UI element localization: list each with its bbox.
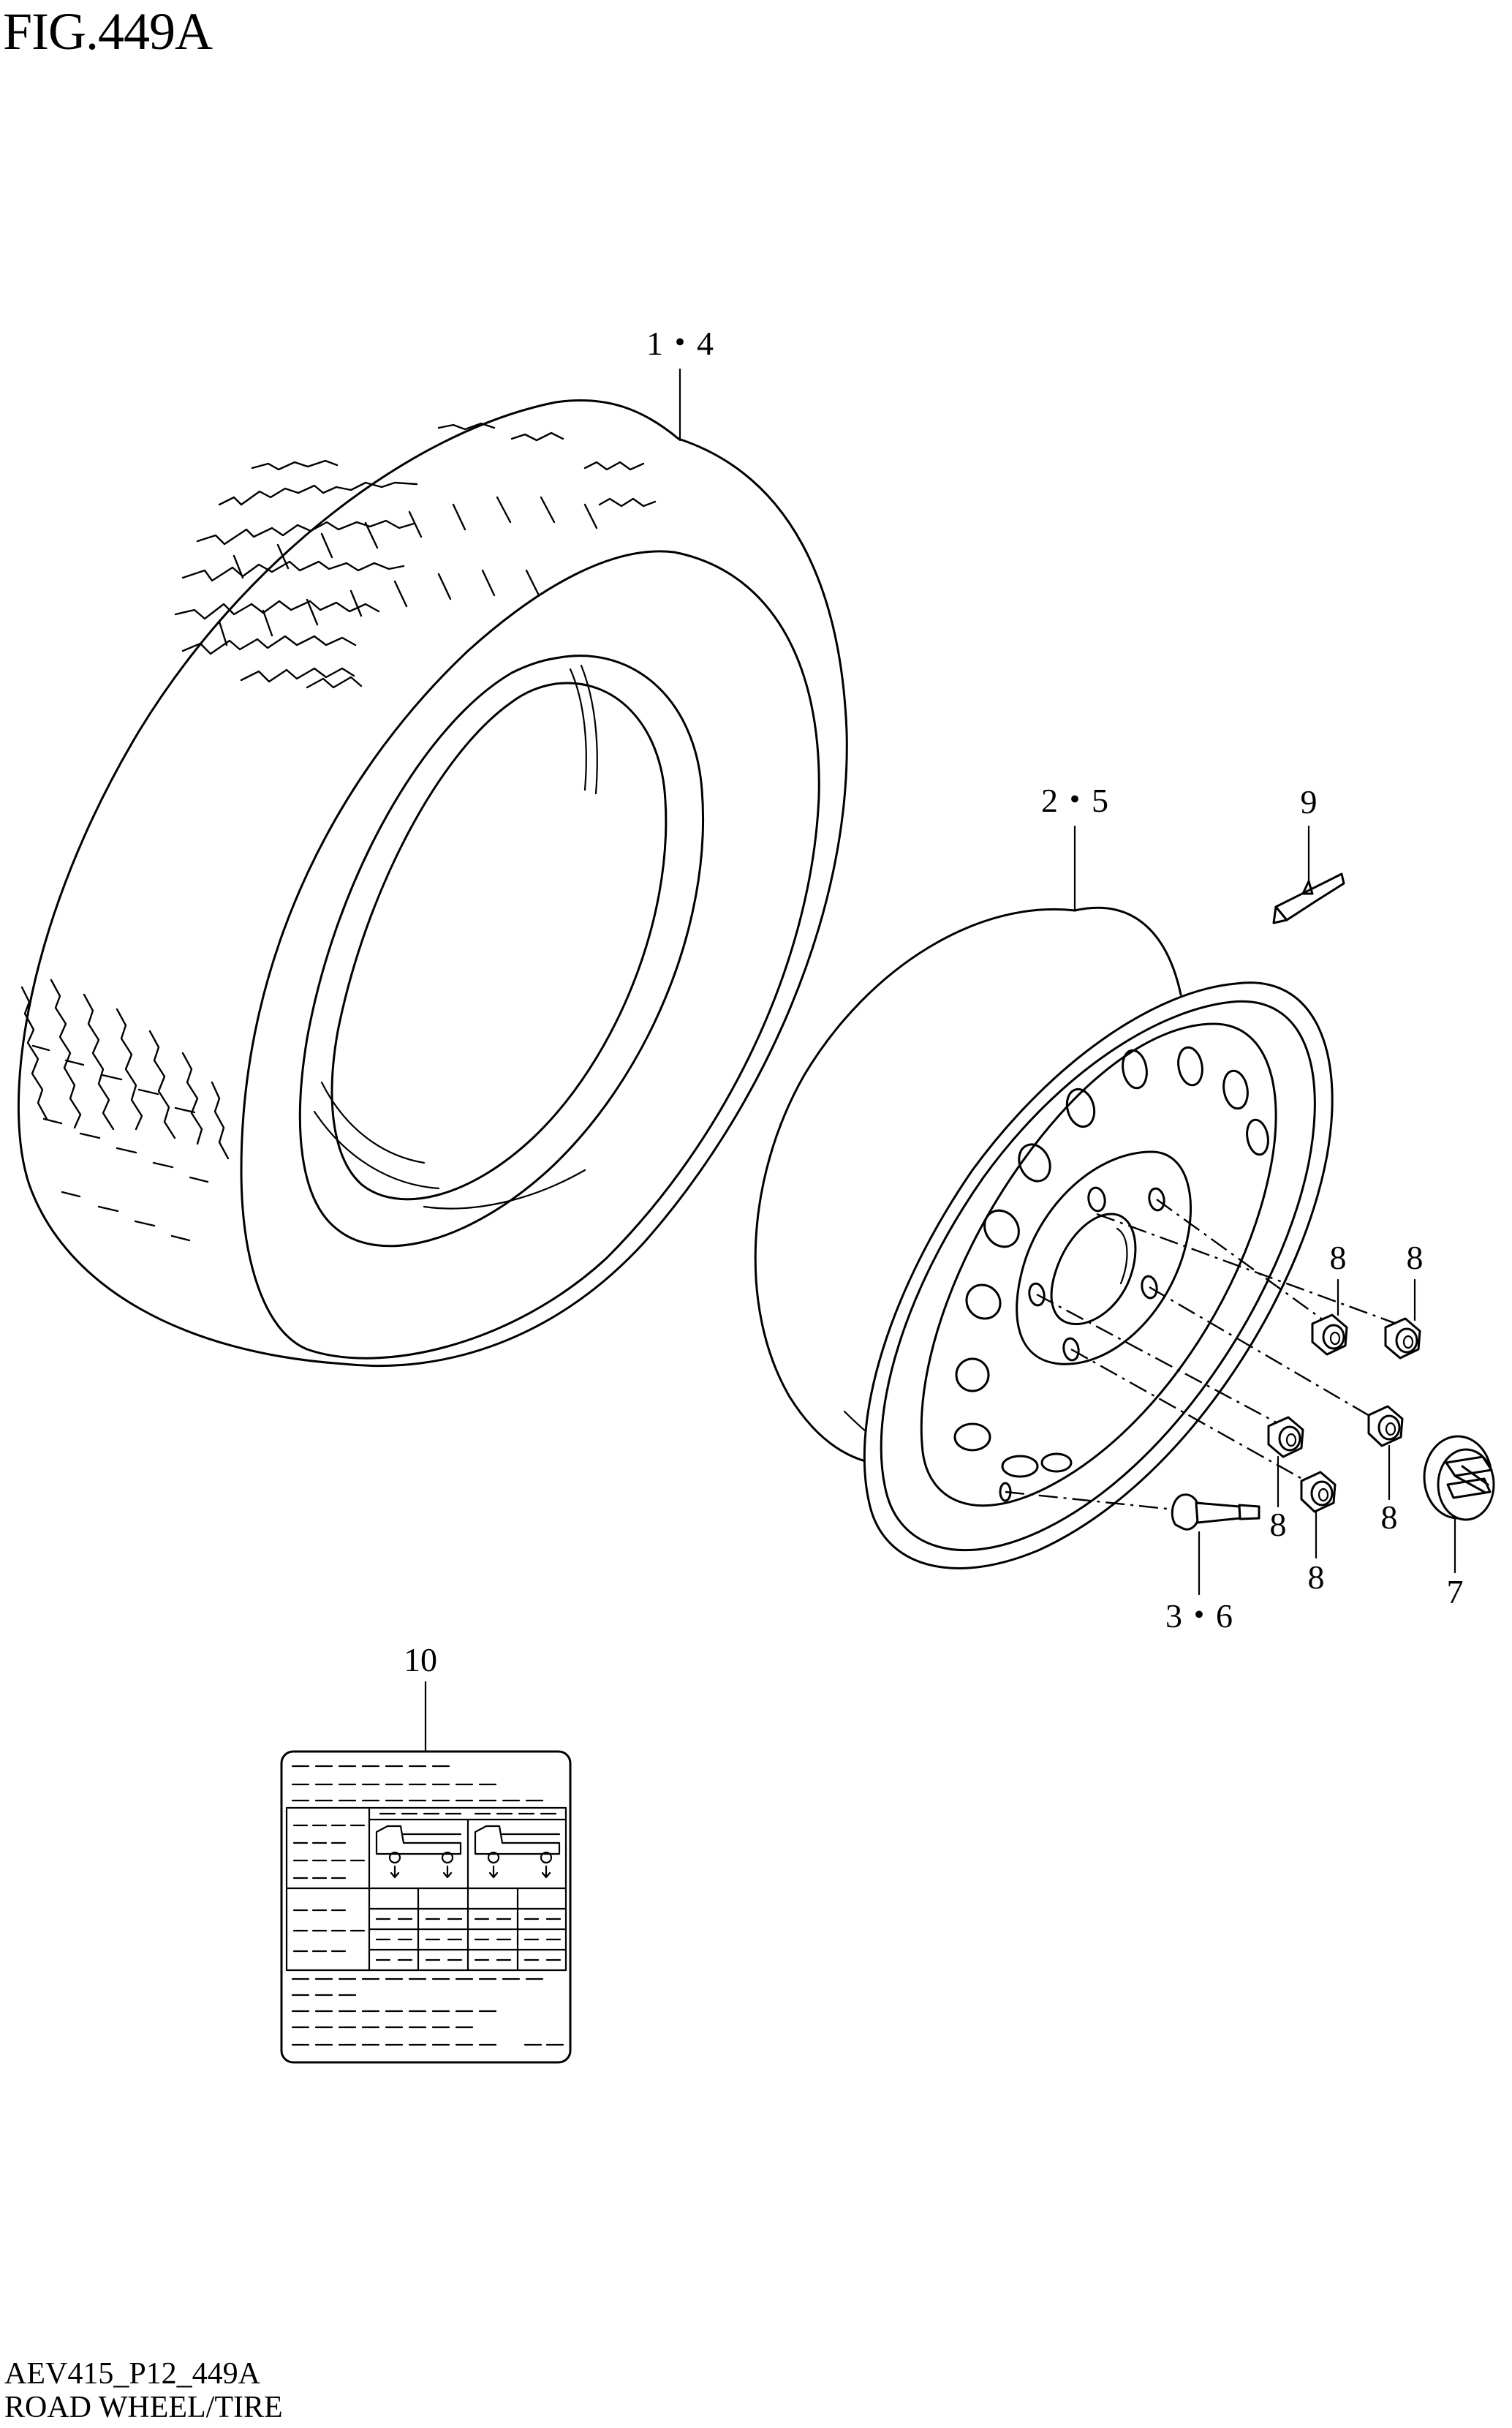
callout-balance-weight: 9 bbox=[1301, 783, 1318, 821]
callout-label: 10 bbox=[404, 1641, 437, 1678]
wheel-nut-4[interactable] bbox=[1267, 1416, 1304, 1458]
wheel-nut-2[interactable] bbox=[1384, 1317, 1421, 1360]
tire[interactable] bbox=[17, 368, 848, 1367]
figure-title: FIG.449A bbox=[3, 2, 213, 61]
balance-weight[interactable] bbox=[1272, 825, 1345, 924]
callout-nut-e: 8 bbox=[1308, 1558, 1325, 1596]
truck-front-load-icon bbox=[375, 1825, 462, 1879]
callout-wheel: 2・5 bbox=[1041, 782, 1108, 819]
wheel-nut-3[interactable] bbox=[1367, 1405, 1404, 1447]
callout-tire: 1・4 bbox=[646, 325, 714, 362]
callout-center-cap: 7 bbox=[1447, 1573, 1464, 1610]
truck-rear-load-icon bbox=[474, 1825, 561, 1879]
steel-wheel[interactable] bbox=[754, 825, 1334, 1569]
tire-pressure-label[interactable] bbox=[280, 1681, 572, 2064]
callout-valve: 3・6 bbox=[1165, 1597, 1233, 1635]
callout-nut-a: 8 bbox=[1330, 1239, 1347, 1276]
figure-caption: ROAD WHEEL/TIRE bbox=[4, 2391, 283, 2424]
figure-code: AEV415_P12_449A bbox=[4, 2357, 261, 2391]
wheel-nut-5[interactable] bbox=[1300, 1471, 1337, 1513]
tire-valve[interactable] bbox=[1171, 1493, 1260, 1596]
nut-leaders bbox=[1277, 1278, 1416, 1559]
alignment-lines bbox=[1005, 1199, 1397, 1512]
wheel-nut-1[interactable] bbox=[1311, 1313, 1348, 1356]
callout-nut-b: 8 bbox=[1407, 1239, 1424, 1276]
callout-nut-c: 8 bbox=[1381, 1498, 1398, 1536]
callout-nut-d: 8 bbox=[1270, 1506, 1287, 1543]
center-cap[interactable] bbox=[1423, 1435, 1495, 1574]
